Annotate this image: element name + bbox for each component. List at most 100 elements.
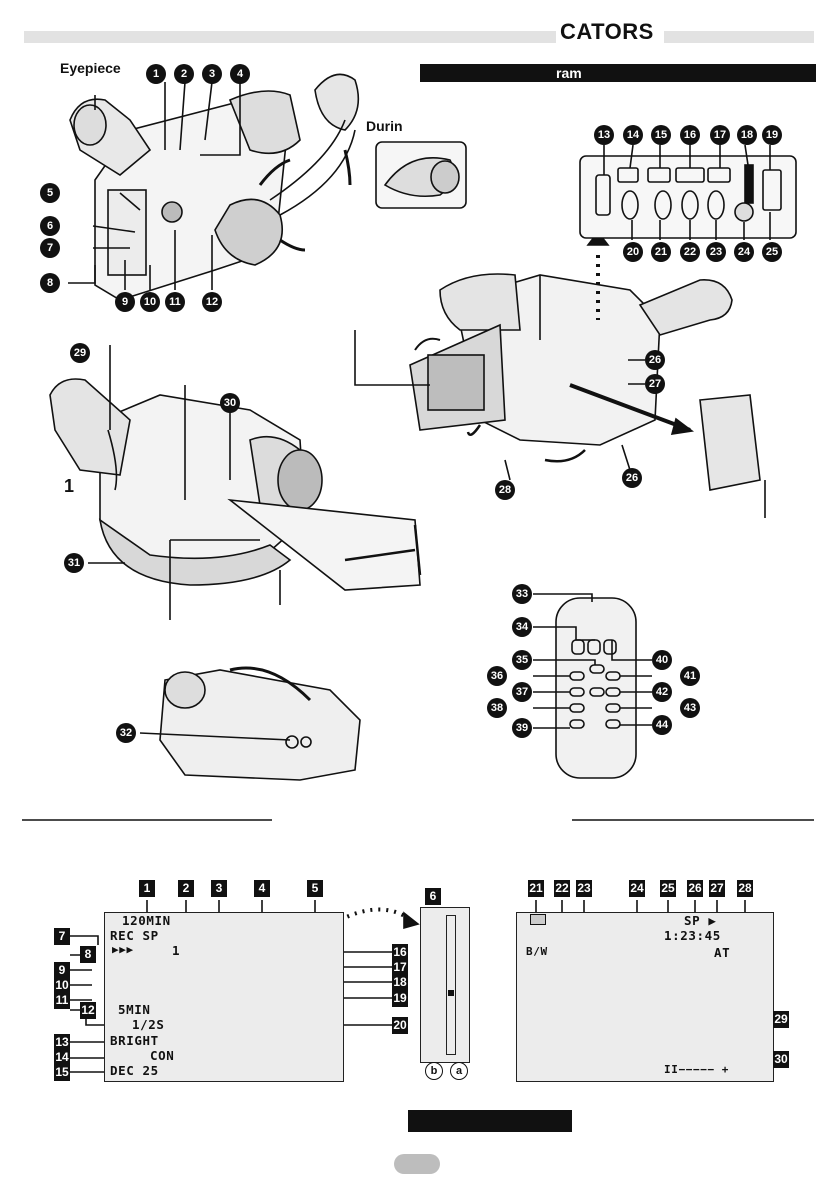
lcd1-con: CON (150, 1048, 175, 1063)
side-panel-jacks (107, 189, 147, 276)
lcd1-marker-7: 7 (54, 928, 70, 945)
callout-43: 43 (680, 698, 700, 718)
callout-32: 32 (116, 723, 136, 743)
lcd2-at: AT (714, 945, 731, 960)
lcd1-marker-4: 4 (254, 880, 270, 897)
eyepiece-label: Eyepiece (60, 60, 121, 76)
camcorder-right-eyepiece (638, 279, 733, 336)
lcd1-tape-remaining: 120MIN (122, 913, 171, 928)
callout-26b: 26 (622, 468, 642, 488)
lcd2-marker-26: 26 (687, 880, 703, 897)
callout-15: 15 (651, 125, 671, 145)
camcorder-right-lens (439, 273, 521, 331)
callout-39: 39 (512, 718, 532, 738)
hand-strap (214, 198, 284, 266)
lcd1-marker-11: 11 (54, 992, 70, 1009)
callout-25: 25 (762, 242, 782, 262)
section-bar: ram (420, 64, 816, 82)
lcd1-marker-15: 15 (54, 1064, 70, 1081)
side-panel-label-a: a (450, 1062, 468, 1080)
callout-4: 4 (230, 64, 250, 84)
lcd1-arrows: ▶▶▶ (112, 943, 134, 956)
lcd2-marker-21: 21 (528, 880, 544, 897)
side-panel-marker-6: 6 (425, 888, 441, 905)
callout-27: 27 (645, 374, 665, 394)
figure-number-label: 1 (64, 476, 75, 496)
strap-loop (269, 119, 356, 216)
lcd1-marker-1: 1 (139, 880, 155, 897)
callout-14: 14 (623, 125, 643, 145)
cassette-icon (530, 914, 546, 925)
callout-16: 16 (680, 125, 700, 145)
lcd2-volume-bar: II−−−−− + (664, 1063, 730, 1076)
lcd1-marker-3: 3 (211, 880, 227, 897)
lcd1-marker-10: 10 (54, 977, 70, 994)
callout-31: 31 (64, 553, 84, 573)
lcd-screen (427, 354, 485, 411)
lcd1-marker-2: 2 (178, 880, 194, 897)
callout-11: 11 (165, 292, 185, 312)
grip-strap (98, 518, 292, 586)
lcd1-marker-9: 9 (54, 962, 70, 979)
footer-bar (408, 1110, 572, 1132)
lcd1-marker-13: 13 (54, 1034, 70, 1051)
lcd1-shutter: 1/2S (132, 1017, 165, 1032)
callout-33: 33 (512, 584, 532, 604)
lcd1-marker-14: 14 (54, 1049, 70, 1066)
lcd1-rec-mode: REC SP (110, 928, 159, 943)
camcorder-bottom-body (159, 669, 361, 781)
callout-8: 8 (40, 273, 60, 293)
swing-arrow-1 (466, 424, 482, 436)
lcd1-marker-16: 16 (392, 944, 408, 961)
callout-38: 38 (487, 698, 507, 718)
callout-5: 5 (40, 183, 60, 203)
camcorder-mid-eyepiece (49, 378, 131, 476)
viewfinder-display (104, 912, 344, 1082)
lcd2-marker-28: 28 (737, 880, 753, 897)
lcd2-marker-30: 30 (773, 1051, 789, 1068)
battery-pack (699, 394, 761, 491)
callout-18: 18 (737, 125, 757, 145)
callout-10: 10 (140, 292, 160, 312)
section-bar-label: ram (556, 65, 582, 81)
callout-9: 9 (115, 292, 135, 312)
rotate-arrow-2 (279, 238, 306, 252)
lcd2-time-code: 1:23:45 (664, 928, 721, 943)
callout-29: 29 (70, 343, 90, 363)
callout-20: 20 (623, 242, 643, 262)
lcd2-marker-25: 25 (660, 880, 676, 897)
callout-2: 2 (174, 64, 194, 84)
lcd1-date: DEC 25 (110, 1063, 159, 1078)
callout-41: 41 (680, 666, 700, 686)
lcd1-marker-5: 5 (307, 880, 323, 897)
callout-3: 3 (202, 64, 222, 84)
lcd2-marker-23: 23 (576, 880, 592, 897)
callout-35: 35 (512, 650, 532, 670)
lcd1-marker-19: 19 (392, 990, 408, 1007)
callout-37: 37 (512, 682, 532, 702)
durin-label: Durin (366, 118, 403, 134)
callout-44: 44 (652, 715, 672, 735)
page-number-pill (394, 1154, 440, 1174)
callout-36: 36 (487, 666, 507, 686)
callout-12: 12 (202, 292, 222, 312)
side-panel-indicator (448, 990, 454, 996)
rotate-arrow-1 (258, 158, 291, 186)
lcd1-one: 1 (172, 943, 181, 958)
callout-6: 6 (40, 216, 60, 236)
callout-22: 22 (680, 242, 700, 262)
callout-24: 24 (734, 242, 754, 262)
callout-26a: 26 (645, 350, 665, 370)
record-dial (161, 201, 183, 223)
lens-cap (314, 73, 360, 131)
side-panel-bar (446, 915, 456, 1055)
lcd1-marker-18: 18 (392, 974, 408, 991)
light-beam (227, 498, 421, 591)
lcd2-marker-29: 29 (773, 1011, 789, 1028)
callout-28: 28 (495, 480, 515, 500)
lcd1-marker-17: 17 (392, 959, 408, 976)
insert-arrow (569, 383, 691, 432)
lcd2-marker-22: 22 (554, 880, 570, 897)
playback-display (516, 912, 774, 1082)
callout-19: 19 (762, 125, 782, 145)
